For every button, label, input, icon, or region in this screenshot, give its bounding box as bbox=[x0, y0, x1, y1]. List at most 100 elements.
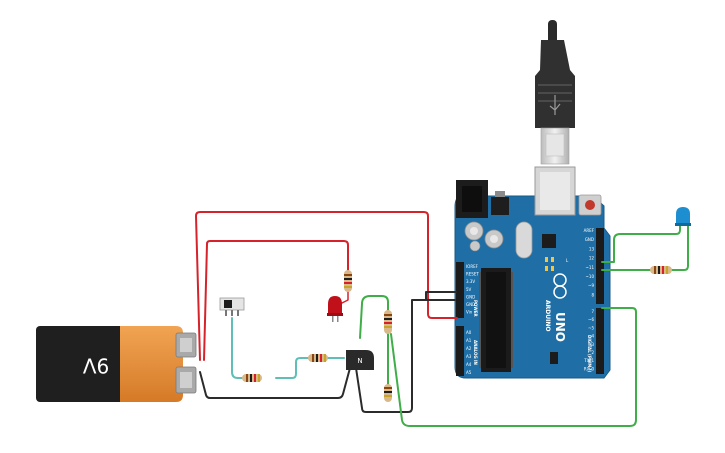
wire-teal-switch[interactable] bbox=[231, 317, 253, 379]
switch-leg bbox=[237, 310, 239, 316]
pin-label: 12 bbox=[589, 256, 595, 261]
wire-black-gnd[interactable] bbox=[199, 367, 351, 399]
onboard-led-tx bbox=[545, 257, 548, 262]
usb-plug-ribs bbox=[538, 84, 572, 86]
switch-leg bbox=[225, 310, 227, 316]
wire-green-3[interactable] bbox=[390, 307, 637, 427]
switch-knob[interactable] bbox=[224, 300, 232, 308]
atmega-chip bbox=[486, 272, 506, 368]
usb-cable-wire bbox=[548, 20, 557, 44]
pin-label: 7 bbox=[591, 309, 594, 314]
pin-label: ~10 bbox=[586, 274, 595, 279]
battery-terminal-top bbox=[180, 338, 192, 352]
power-header-title: POWER bbox=[473, 300, 478, 317]
pin-label: 13 bbox=[589, 246, 595, 251]
power-jack bbox=[462, 186, 482, 212]
wire-red-led bbox=[339, 291, 349, 305]
pin-label: AREF bbox=[584, 228, 595, 233]
pin-label: ~9 bbox=[588, 283, 594, 288]
battery-wrap bbox=[120, 326, 183, 402]
crystal-oscillator bbox=[515, 221, 533, 259]
led-red[interactable] bbox=[327, 296, 343, 322]
pin-label: GND bbox=[585, 237, 594, 242]
pin-label: 2 bbox=[591, 350, 594, 355]
pin-label: RX◂0 bbox=[584, 366, 595, 371]
wire-green-4[interactable] bbox=[601, 223, 681, 263]
pin-label: TX▸1 bbox=[583, 358, 594, 363]
battery-9v[interactable]: 9V bbox=[36, 326, 197, 402]
digital-header-bottom bbox=[596, 308, 604, 374]
pin-label: RESET bbox=[466, 272, 479, 277]
icsp-header bbox=[550, 352, 558, 364]
pin-label: GND bbox=[466, 294, 475, 299]
transistor-label: N bbox=[357, 357, 362, 365]
battery-label: 9V bbox=[82, 354, 109, 378]
usb-plug-metal bbox=[545, 133, 565, 157]
pin-label: ~3 bbox=[588, 342, 594, 347]
led-blue[interactable] bbox=[675, 207, 691, 226]
wire-red-resistor[interactable] bbox=[203, 240, 349, 361]
capacitor bbox=[490, 235, 498, 243]
pin-label: IOREF bbox=[466, 264, 479, 269]
arduino-logo-icon bbox=[553, 273, 567, 299]
pin-label: ~6 bbox=[588, 317, 594, 322]
reset-button[interactable] bbox=[585, 200, 595, 210]
wire-teal-base[interactable] bbox=[275, 357, 345, 379]
usb-symbol-icon bbox=[549, 95, 561, 115]
voltage-regulator bbox=[491, 197, 509, 215]
analog-header bbox=[456, 326, 464, 376]
pin-label: ~11 bbox=[586, 265, 595, 270]
resistor[interactable] bbox=[384, 384, 392, 402]
digital-top-pin-labels: AREF GND 13 12 ~11 ~10 ~9 8 bbox=[584, 228, 595, 297]
capacitor bbox=[469, 240, 481, 252]
digital-header-top bbox=[596, 228, 604, 304]
onboard-led-rx bbox=[551, 257, 554, 262]
switch-leg bbox=[231, 310, 233, 316]
pin-label: GND bbox=[466, 302, 475, 307]
power-header bbox=[456, 262, 464, 318]
pin-label: Vin bbox=[466, 310, 473, 315]
usb-jack bbox=[540, 172, 570, 210]
digital-header-title: DIGITAL (PWM~) bbox=[587, 335, 592, 373]
onboard-led-tx bbox=[545, 266, 548, 271]
power-pin-labels: IOREF RESET 3.3V 5V GND GND Vin bbox=[466, 264, 479, 315]
voltage-regulator bbox=[495, 191, 505, 197]
wire-green-6[interactable] bbox=[671, 223, 689, 271]
pin-label: 3.3V bbox=[466, 279, 475, 284]
atmega-pins bbox=[479, 272, 513, 368]
resistor[interactable] bbox=[384, 310, 392, 334]
pin-label: ~5 bbox=[588, 325, 594, 330]
pin-label: 8 bbox=[591, 292, 594, 297]
pin-label: 5V bbox=[466, 287, 472, 292]
resistor[interactable] bbox=[650, 266, 672, 274]
resistor[interactable] bbox=[344, 270, 352, 292]
arduino-model: UNO bbox=[553, 312, 567, 342]
analog-header-title: ANALOG IN bbox=[473, 340, 478, 365]
pin-label: A3 bbox=[466, 354, 472, 359]
wire-red-vin[interactable] bbox=[195, 211, 458, 361]
battery-terminal-bottom bbox=[180, 372, 192, 388]
onboard-led-rx bbox=[551, 266, 554, 271]
battery-body bbox=[36, 326, 144, 402]
digital-bottom-pin-labels: 7 ~6 ~5 4 ~3 2TX▸1RX◂0 bbox=[583, 309, 594, 371]
wire-green-1[interactable] bbox=[359, 295, 389, 339]
usb-cable[interactable] bbox=[535, 20, 575, 165]
wires bbox=[195, 211, 689, 427]
transistor-npn[interactable]: N bbox=[346, 350, 374, 370]
pin-label: A0 bbox=[466, 330, 472, 335]
wire-black-loop[interactable] bbox=[355, 299, 456, 413]
pin-label: 4 bbox=[591, 334, 594, 339]
resistor[interactable] bbox=[242, 374, 262, 382]
slide-switch[interactable] bbox=[219, 297, 245, 316]
pin-label: A1 bbox=[466, 338, 472, 343]
arduino-brand: ARDUINO bbox=[544, 300, 551, 331]
wire-black-pin bbox=[425, 291, 457, 301]
usb-chip bbox=[542, 234, 556, 248]
resistor[interactable] bbox=[308, 354, 328, 362]
usb-plug-ribs bbox=[538, 92, 572, 94]
pin-label: A2 bbox=[466, 346, 472, 351]
l-led-label: L bbox=[566, 258, 569, 263]
